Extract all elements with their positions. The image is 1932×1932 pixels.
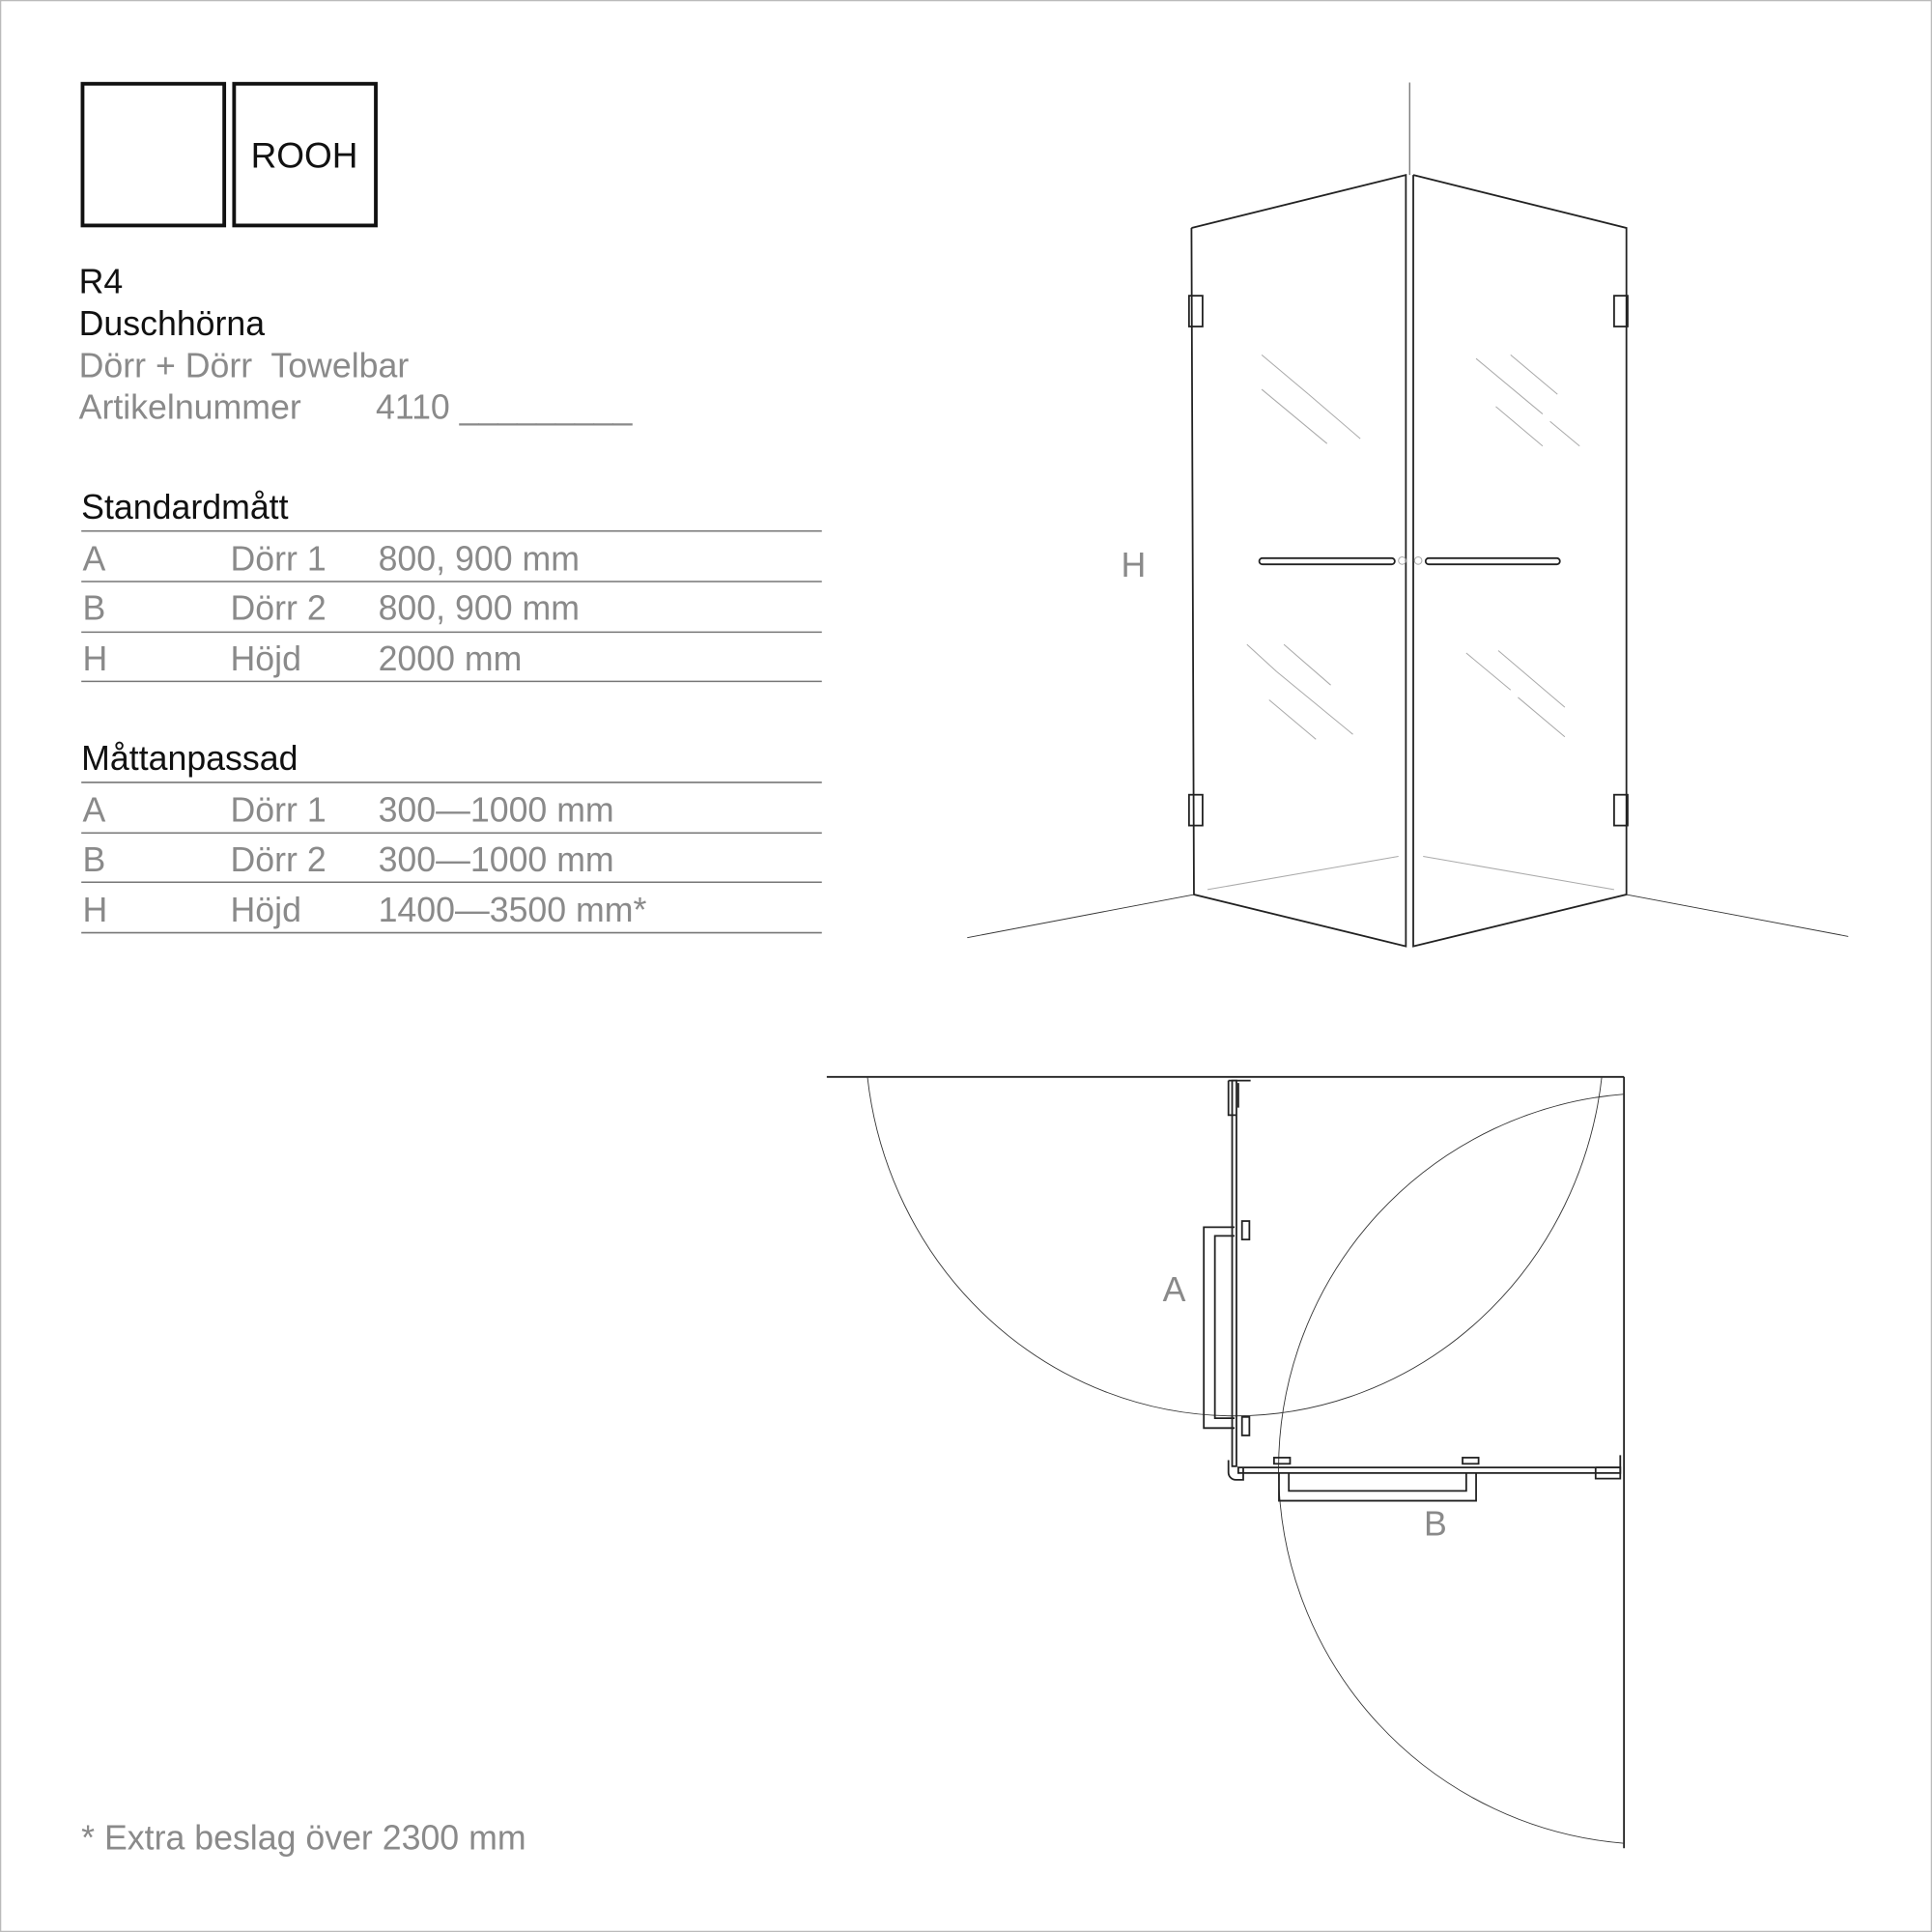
door-a-glass bbox=[1203, 1079, 1251, 1467]
perspective-drawing: H bbox=[967, 82, 1849, 948]
door-b-glass bbox=[1227, 1455, 1622, 1502]
article-number: 4110 _________ bbox=[376, 388, 634, 427]
article-label: Artikelnummer bbox=[79, 388, 301, 427]
row-label: Dörr 1 bbox=[231, 791, 327, 830]
door-b-label: B bbox=[1424, 1504, 1447, 1543]
row-key: A bbox=[82, 540, 105, 579]
standard-title: Standardmått bbox=[81, 488, 288, 526]
row-value: 800, 900 mm bbox=[379, 540, 580, 579]
towel-bar bbox=[1258, 556, 1561, 566]
door-b-swing-arc bbox=[1278, 1094, 1625, 1844]
height-label: H bbox=[1122, 546, 1147, 584]
table-row: A Dörr 1 300—1000 mm bbox=[81, 791, 822, 835]
row-value: 2000 mm bbox=[379, 639, 523, 678]
row-label: Dörr 2 bbox=[231, 589, 327, 628]
product-name: Duschhörna bbox=[79, 304, 266, 343]
row-key: H bbox=[82, 891, 107, 929]
table-row: H Höjd 1400—3500 mm* bbox=[81, 891, 822, 934]
table-row: H Höjd 2000 mm bbox=[81, 639, 822, 683]
table-row: A Dörr 1 800, 900 mm bbox=[81, 540, 822, 582]
row-value: 1400—3500 mm* bbox=[379, 891, 647, 929]
standard-dimensions-table: Standardmått A Dörr 1 800, 900 mm B Dörr… bbox=[81, 488, 822, 683]
row-key: H bbox=[82, 639, 107, 678]
row-value: 300—1000 mm bbox=[379, 791, 614, 830]
row-value: 300—1000 mm bbox=[379, 840, 614, 879]
row-key: B bbox=[82, 840, 105, 879]
product-variant: Dörr + Dörr Towelbar bbox=[79, 346, 410, 384]
door-a-swing-arc bbox=[867, 1076, 1603, 1417]
glass-reflection bbox=[1246, 354, 1580, 740]
row-label: Höjd bbox=[231, 639, 301, 678]
row-label: Dörr 2 bbox=[231, 840, 327, 879]
rooh-logo: ROOH bbox=[80, 81, 378, 228]
logo-text: ROOH bbox=[251, 135, 358, 175]
row-label: Dörr 1 bbox=[231, 540, 327, 579]
table-row: B Dörr 2 300—1000 mm bbox=[81, 840, 822, 884]
footnote: * Extra beslag över 2300 mm bbox=[81, 1819, 526, 1858]
door-a-label: A bbox=[1163, 1270, 1186, 1309]
custom-dimensions-table: Måttanpassad A Dörr 1 300—1000 mm B Dörr… bbox=[81, 739, 822, 934]
model-code: R4 bbox=[79, 263, 124, 301]
plan-drawing: A B bbox=[826, 1075, 1626, 1849]
row-key: A bbox=[82, 791, 105, 830]
row-key: B bbox=[82, 589, 105, 628]
row-value: 800, 900 mm bbox=[379, 589, 580, 628]
custom-title: Måttanpassad bbox=[81, 739, 298, 778]
row-label: Höjd bbox=[231, 891, 301, 929]
table-row: B Dörr 2 800, 900 mm bbox=[81, 589, 822, 634]
hinge-icon bbox=[1187, 295, 1629, 827]
